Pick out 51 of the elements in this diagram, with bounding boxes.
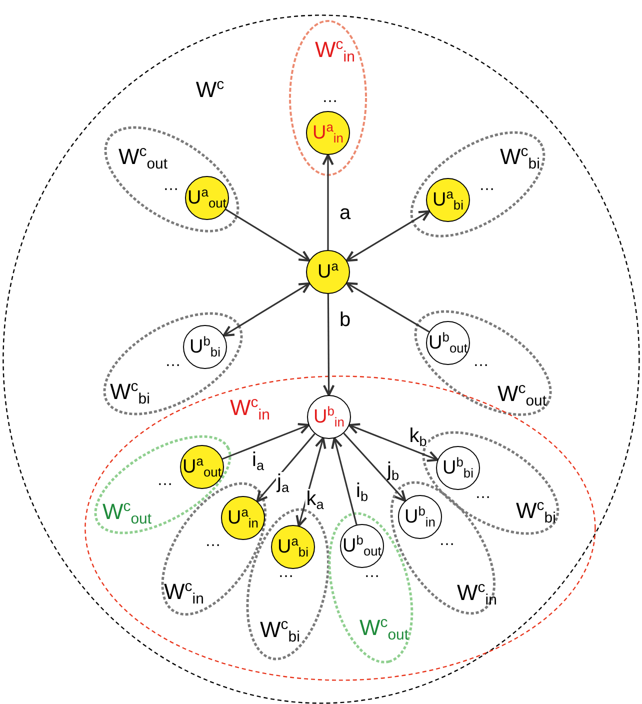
- circle-node: [436, 446, 480, 490]
- edge-label: j$_{a}$: [276, 472, 290, 492]
- group-ellipse: [412, 308, 554, 418]
- node-label: U$^{a}$: [318, 262, 338, 282]
- ellipsis: …: [478, 178, 495, 194]
- ellipsis: …: [162, 178, 179, 194]
- edge-label: k$_{a}$: [305, 489, 325, 509]
- circle-node: [398, 494, 442, 539]
- ellipsis: …: [474, 486, 491, 502]
- edge-label: k$_{b}$: [408, 426, 428, 446]
- arrow: [348, 423, 439, 462]
- ellipsis: …: [156, 472, 173, 489]
- ellipsis: …: [472, 354, 489, 370]
- circle-node: [340, 524, 384, 568]
- arrow: [322, 294, 335, 396]
- circle-node: [270, 524, 315, 569]
- circle-node: [306, 394, 351, 439]
- edge-label: i$_{b}$: [355, 481, 369, 501]
- ellipsis: …: [364, 564, 380, 581]
- group-label: W$^{c}$: [196, 78, 224, 101]
- group-ellipse: [160, 481, 268, 617]
- arrow: [322, 154, 334, 250]
- arrow: [222, 282, 310, 337]
- ellipsis: …: [438, 532, 455, 549]
- ellipsis: …: [322, 90, 338, 106]
- arrow: [331, 437, 358, 525]
- arrow: [346, 282, 430, 332]
- circle-node: [220, 496, 265, 540]
- arrow: [256, 433, 316, 502]
- ellipsis: …: [164, 354, 181, 370]
- group-ellipse: [103, 124, 241, 234]
- arrow: [343, 432, 406, 502]
- edge-label: i$_{a}$: [251, 450, 265, 470]
- circle-node: [306, 110, 350, 155]
- circle-node: [426, 320, 470, 365]
- group-ellipse: [288, 18, 368, 177]
- group-ellipse: [421, 430, 561, 536]
- arrow: [346, 210, 430, 262]
- circle-node: [306, 250, 350, 294]
- circle-node: [426, 178, 470, 222]
- arrow: [222, 423, 310, 460]
- arrow: [225, 208, 310, 262]
- boundary-ellipse: [2, 14, 640, 704]
- circle-node: [184, 176, 229, 220]
- group-ellipse: [84, 374, 596, 682]
- ellipsis: …: [204, 534, 221, 550]
- group-ellipse: [409, 130, 547, 238]
- edge-label: j$_{b}$: [386, 460, 400, 480]
- ellipsis: …: [278, 564, 294, 581]
- circle-node: [180, 444, 224, 489]
- arrow: [296, 437, 326, 527]
